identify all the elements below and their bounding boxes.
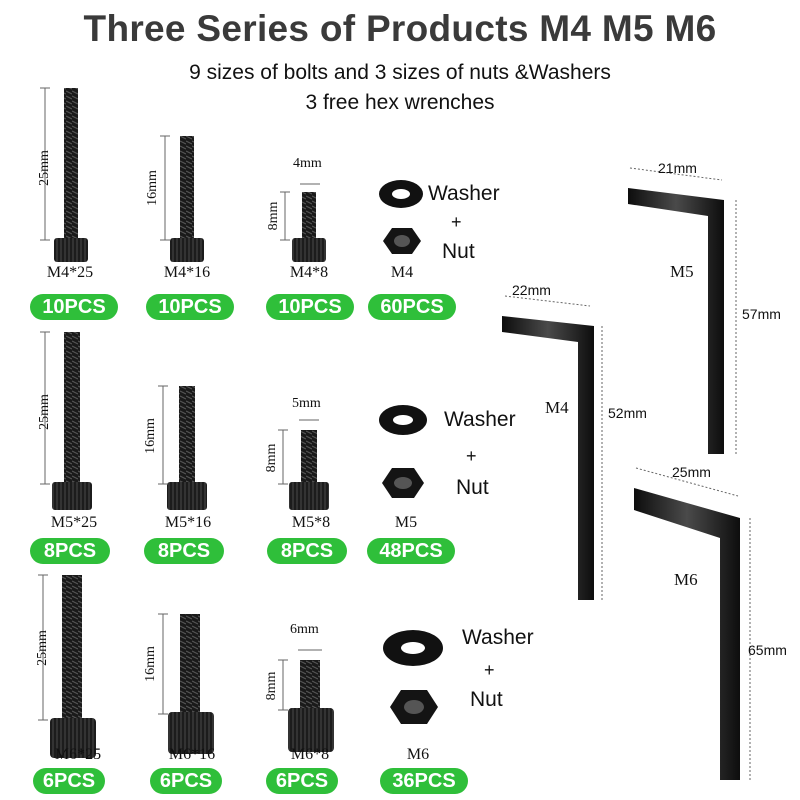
quantity-badge: 8PCS bbox=[144, 538, 224, 564]
nut-label: Nut bbox=[442, 240, 475, 263]
quantity-badge: 6PCS bbox=[33, 768, 105, 794]
quantity-badge: 60PCS bbox=[368, 294, 456, 320]
wrench-short-arm-label: 25mm bbox=[672, 464, 711, 480]
washer-m5 bbox=[379, 405, 427, 435]
bolt-diameter-label: 6mm bbox=[290, 622, 319, 637]
bolt-m5-8 bbox=[289, 430, 329, 510]
nut-m6 bbox=[390, 690, 438, 724]
quantity-badge: 6PCS bbox=[150, 768, 222, 794]
bolt-length-label: 8mm bbox=[266, 201, 281, 231]
wrench-long-arm-label: 52mm bbox=[608, 405, 647, 421]
bolt-diameter-label: 5mm bbox=[292, 396, 321, 411]
plus-sign: + bbox=[451, 212, 462, 232]
wrench-size-label: M4 bbox=[545, 398, 569, 417]
bolt-length-label: 25mm bbox=[35, 630, 50, 666]
quantity-badge: 8PCS bbox=[267, 538, 347, 564]
nut-m4 bbox=[383, 228, 421, 254]
quantity-badge: 10PCS bbox=[266, 294, 354, 320]
quantity-badge: 36PCS bbox=[380, 768, 468, 794]
bolt-length-label: 25mm bbox=[37, 150, 52, 186]
bolt-length-label: 25mm bbox=[37, 394, 52, 430]
wrench-size-label: M5 bbox=[670, 262, 694, 281]
bolt-m4-8 bbox=[292, 192, 326, 262]
quantity-badge: 10PCS bbox=[30, 294, 118, 320]
wrench-long-arm-label: 57mm bbox=[742, 306, 781, 322]
bolt-m5-16 bbox=[167, 386, 207, 510]
hex-wrench-m4 bbox=[502, 316, 594, 600]
bolt-caption: M5*8 bbox=[291, 514, 331, 531]
hex-wrench-m5 bbox=[628, 188, 724, 454]
wrench-short-arm-label: 21mm bbox=[658, 160, 697, 176]
subtitle-line-1: 9 sizes of bolts and 3 sizes of nuts &Wa… bbox=[189, 61, 611, 84]
bolt-diameter-label: 4mm bbox=[293, 156, 322, 171]
bolt-caption: M6*16 bbox=[168, 746, 216, 763]
nut-caption: M6 bbox=[406, 746, 430, 763]
bolt-m6-8 bbox=[288, 660, 334, 752]
nut-label: Nut bbox=[470, 688, 503, 711]
nut-caption: M5 bbox=[394, 514, 418, 531]
page-title: Three Series of Products M4 M5 M6 bbox=[83, 8, 717, 49]
hex-wrench-m6 bbox=[634, 488, 740, 780]
quantity-badge: 6PCS bbox=[266, 768, 338, 794]
bolt-length-label: 8mm bbox=[264, 443, 279, 473]
washer-label: Washer bbox=[444, 408, 516, 431]
plus-sign: + bbox=[484, 660, 495, 680]
subtitle-line-2: 3 free hex wrenches bbox=[305, 91, 495, 114]
bolt-m4-16 bbox=[170, 136, 204, 262]
bolt-m6-25 bbox=[50, 575, 96, 758]
bolt-m5-25 bbox=[52, 332, 92, 510]
nut-caption: M4 bbox=[390, 264, 414, 281]
washer-m4 bbox=[379, 180, 423, 208]
wrench-long-arm-label: 65mm bbox=[748, 642, 787, 658]
wrench-short-arm-label: 22mm bbox=[512, 282, 551, 298]
bolt-length-label: 16mm bbox=[143, 646, 158, 682]
bolt-dimension-lines bbox=[38, 87, 322, 721]
nut-label: Nut bbox=[456, 476, 489, 499]
nut-m5 bbox=[382, 468, 424, 498]
bolt-caption: M5*16 bbox=[164, 514, 212, 531]
bolt-caption: M4*25 bbox=[46, 264, 94, 281]
washer-label: Washer bbox=[428, 182, 500, 205]
quantity-badge: 48PCS bbox=[367, 538, 455, 564]
wrench-dimension-lines bbox=[504, 167, 751, 780]
quantity-badge: 8PCS bbox=[30, 538, 110, 564]
washer-m6 bbox=[383, 630, 443, 666]
bolt-caption: M6*8 bbox=[290, 746, 330, 763]
bolt-m4-25 bbox=[54, 88, 88, 262]
bolt-m6-16 bbox=[168, 614, 214, 754]
bolt-length-label: 16mm bbox=[145, 170, 160, 206]
bolt-caption: M4*8 bbox=[289, 264, 329, 281]
bolt-length-label: 16mm bbox=[143, 418, 158, 454]
quantity-badge: 10PCS bbox=[146, 294, 234, 320]
washer-label: Washer bbox=[462, 626, 534, 649]
bolt-caption: M6*25 bbox=[54, 746, 102, 763]
wrench-size-label: M6 bbox=[674, 570, 698, 589]
plus-sign: + bbox=[466, 446, 477, 466]
bolt-caption: M5*25 bbox=[50, 514, 98, 531]
bolt-caption: M4*16 bbox=[163, 264, 211, 281]
bolt-length-label: 8mm bbox=[264, 671, 279, 701]
